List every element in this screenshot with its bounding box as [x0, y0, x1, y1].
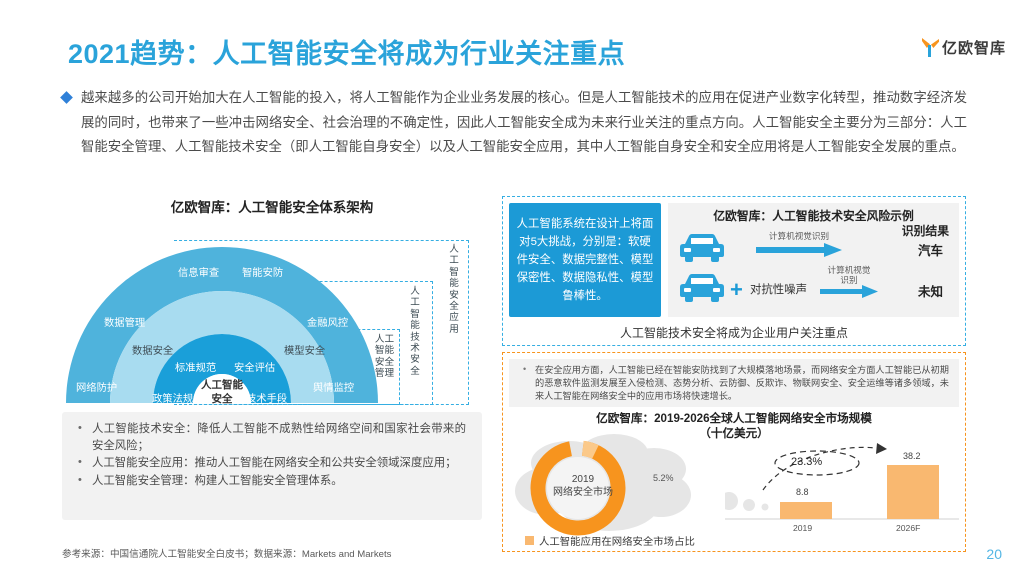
arrow-label-row2: 计算机视觉 识别: [818, 265, 880, 285]
bar-chart-graphic: [725, 443, 959, 520]
arrow-label-row1: 计算机视觉识别: [768, 231, 830, 241]
challenges-callout: 人工智能系统在设计上将面对5大挑战，分别是：软硬件安全、数据完整性、模型保密性、…: [509, 203, 661, 317]
vlabel-management: 人工智能安全管理: [374, 334, 395, 380]
bar-category-2019: 2019: [793, 523, 813, 533]
market-note: 在安全应用方面，人工智能已经在智能安防找到了大规模落地场景，而网络安全方面人工智…: [509, 359, 959, 407]
risk-example-title: 亿欧智库：人工智能技术安全风险示例: [713, 209, 914, 223]
market-chart-title-line2: （十亿美元）: [699, 427, 769, 440]
arc-label-mid-2: 模型安全: [284, 346, 326, 357]
bar-value-2026: 38.2: [903, 451, 921, 461]
arc-center-line1: 人工智能: [201, 379, 243, 391]
intro-text: 越来越多的公司开始加大在人工智能的投入，将人工智能作为企业业务发展的核心。但是人…: [81, 90, 967, 154]
chart-legend: 人工智能应用在网络安全市场占比: [525, 533, 695, 548]
intro-paragraph: 越来越多的公司开始加大在人工智能的投入，将人工智能作为企业业务发展的核心。但是人…: [60, 86, 967, 160]
noise-label: 对抗性噪声: [750, 284, 807, 296]
market-charts: 2019 网络安全市场 5.2% 23.3% 8.8 38.2 2019 202…: [503, 434, 965, 548]
vlabel-application: 人工智能安全应用: [449, 244, 459, 335]
list-item: 人工智能技术安全：降低人工智能不成熟性给网络空间和国家社会带来的安全风险；: [78, 420, 466, 454]
arc-label-mid-1: 数据安全: [132, 346, 174, 357]
brand-logo: 亿欧智库: [921, 37, 1006, 58]
arrow-label-row2-line2: 识别: [840, 275, 858, 285]
car-icon: [680, 234, 724, 262]
plus-icon: +: [730, 277, 743, 302]
arc-label-outer-1: 信息审查: [178, 268, 220, 279]
market-chart-title: 亿欧智库：2019-2026全球人工智能网络安全市场规模 （十亿美元）: [503, 411, 965, 441]
list-item: 人工智能安全管理：构建人工智能安全管理体系。: [78, 472, 466, 490]
logo-text: 亿欧智库: [941, 40, 1006, 57]
arrow-right-icon: [756, 243, 842, 257]
page-title: 2021趋势：人工智能安全将成为行业关注重点: [68, 39, 626, 69]
market-chart-title-line1: 亿欧智库：2019-2026全球人工智能网络安全市场规模: [596, 412, 872, 425]
donut-data-label: 5.2%: [653, 473, 674, 483]
bar-value-2019: 8.8: [796, 487, 809, 497]
risk-example-area: 亿欧智库：人工智能技术安全风险示例 识别结果 计算机视觉识别 汽车: [668, 203, 959, 317]
list-item: 人工智能安全应用：推动人工智能在网络安全和公共安全领域深度应用；: [78, 454, 466, 472]
donut-chart: [530, 440, 626, 536]
arc-rings-graphic: [66, 247, 378, 403]
arc-center-label: 人工智能 安全: [193, 378, 251, 406]
donut-center-line2: 网络安全市场: [553, 487, 613, 498]
result-row2: 未知: [917, 285, 943, 299]
cagr-annotation: 23.3%: [791, 456, 823, 468]
arc-label-inner-3: 政策法规: [152, 394, 194, 405]
arc-label-outer-2: 智能安防: [242, 268, 284, 279]
car-icon: [680, 274, 724, 302]
page-number: 20: [986, 546, 1002, 562]
arc-diagram: 信息审查 智能安防 数据管理 网络防护 金融风控 舆情监控 数据安全 模型安全 …: [62, 222, 482, 412]
arrow-label-row2-line1: 计算机视觉: [827, 265, 871, 275]
tech-risk-panel: 人工智能系统在设计上将面对5大挑战，分别是：软硬件安全、数据完整性、模型保密性、…: [502, 196, 966, 346]
arrow-right-icon: [820, 285, 878, 298]
logo-y-icon: [921, 38, 939, 57]
arc-label-outer-6: 舆情监控: [313, 383, 355, 394]
arc-label-inner-4: 技术手段: [246, 394, 288, 405]
market-panel: 在安全应用方面，人工智能已经在智能安防找到了大规模落地场景，而网络安全方面人工智…: [502, 352, 966, 552]
tech-risk-footnote: 人工智能技术安全将成为企业用户关注重点: [619, 326, 848, 340]
arc-label-outer-4: 网络防护: [76, 383, 118, 394]
arc-label-outer-3: 数据管理: [104, 318, 146, 329]
bar-category-2026: 2026F: [896, 523, 921, 533]
donut-center-label: 2019 网络安全市场: [533, 473, 633, 499]
diamond-bullet-icon: [60, 91, 73, 104]
arc-label-outer-5: 金融风控: [307, 318, 349, 329]
legend-swatch-icon: [525, 536, 534, 545]
arc-center-line2: 安全: [211, 393, 233, 405]
architecture-panel: 亿欧智库：人工智能安全体系架构 信息审查 智能安防 数据管理 网络防护 金融风控: [62, 196, 482, 412]
result-header: 识别结果: [901, 224, 949, 238]
arc-label-inner-1: 标准规范: [175, 363, 217, 374]
architecture-title: 亿欧智库：人工智能安全体系架构: [170, 200, 374, 215]
legend-label: 人工智能应用在网络安全市场占比: [539, 537, 695, 548]
architecture-bullets: 人工智能技术安全：降低人工智能不成熟性给网络空间和国家社会带来的安全风险； 人工…: [62, 412, 482, 520]
result-row1: 汽车: [917, 244, 943, 258]
arc-label-inner-2: 安全评估: [234, 363, 276, 374]
donut-center-line1: 2019: [571, 474, 595, 485]
source-note: 参考来源：中国信通院人工智能安全白皮书；数据来源：Markets and Mar…: [62, 549, 392, 560]
vlabel-tech: 人工智能技术安全: [410, 286, 420, 377]
